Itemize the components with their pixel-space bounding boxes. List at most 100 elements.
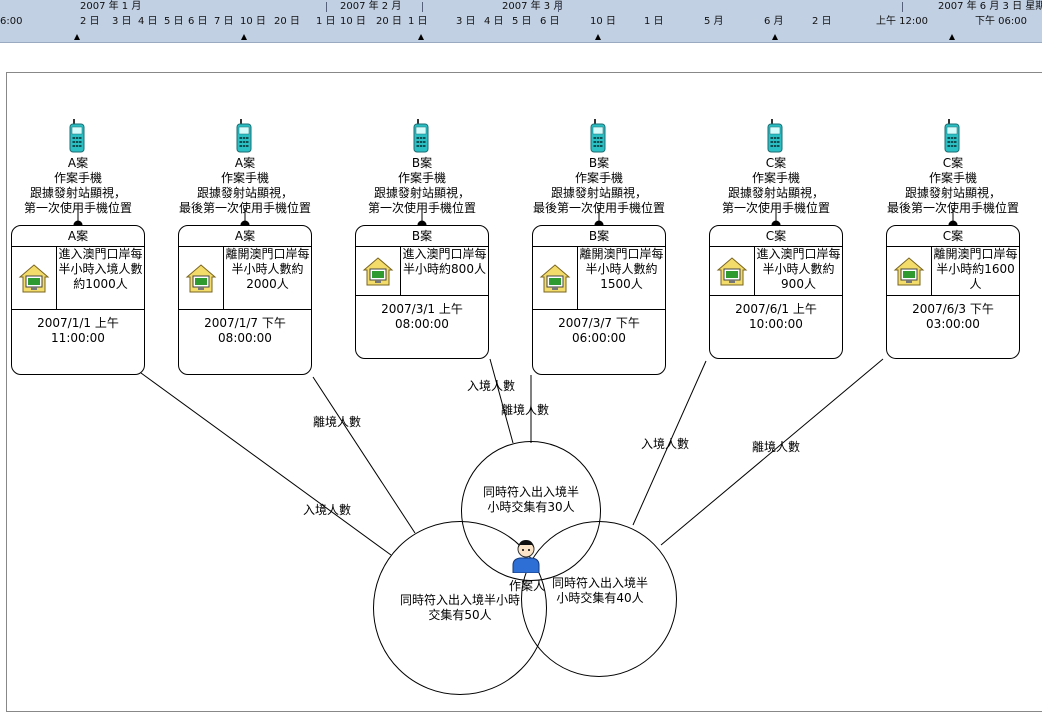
card-time: 08:00:00 [218, 331, 272, 345]
mobile-phone-icon[interactable] [944, 119, 960, 153]
timeline-tick-label: 4 日 [484, 16, 504, 27]
timeline-divider [558, 2, 559, 12]
circle-text: 同時符入出入境半小時交集有30人 [483, 485, 580, 514]
card-title: B案 [533, 226, 665, 247]
timeline-tick-label: 3 日 [112, 16, 132, 27]
circle-text: 同時符入出入境半小時交集有50人 [399, 593, 520, 622]
border-checkpoint-icon [887, 247, 932, 295]
card-description: 進入澳門口岸每半小時人數約900人 [756, 247, 841, 291]
event-card[interactable]: B案 離開澳門口岸每半小時人數約1500人 2007/3/7 下午 06:00:… [532, 225, 666, 375]
card-description: 離開澳門口岸每半小時人數約2000人 [225, 247, 310, 291]
card-description: 離開澳門口岸每半小時約1600人 [933, 247, 1018, 291]
phone-line: 第一次使用手機位置 [23, 201, 132, 215]
mobile-phone-icon[interactable] [69, 119, 85, 153]
timeline-tick-label: 6 日 [188, 16, 208, 27]
timeline-divider [902, 2, 903, 12]
card-timestamp: 2007/1/7 下午 08:00:00 [179, 310, 311, 346]
timeline-divider [422, 2, 423, 12]
timeline-tick-label: 6:00 [0, 16, 23, 27]
card-time: 11:00:00 [51, 331, 105, 345]
card-title: B案 [356, 226, 488, 247]
mobile-phone-icon[interactable] [236, 119, 252, 153]
card-time: 03:00:00 [926, 317, 980, 331]
timeline-month-label: 2007 年 3 月 [502, 1, 564, 12]
mobile-phone-icon[interactable] [767, 119, 783, 153]
timeline-tick-label: 3 日 [456, 16, 476, 27]
card-date: 2007/6/1 上午 [735, 302, 817, 316]
link-line[interactable] [312, 376, 416, 534]
border-checkpoint-icon [356, 247, 401, 295]
card-timestamp: 2007/3/1 上午 08:00:00 [356, 296, 488, 332]
card-date: 2007/6/3 下午 [912, 302, 994, 316]
timeline-tick-label: 2 日 [80, 16, 100, 27]
event-card[interactable]: A案 進入澳門口岸每半小時入境人數約1000人 2007/1/1 上午 11:0… [11, 225, 145, 375]
card-title: C案 [710, 226, 842, 247]
link-line[interactable] [140, 372, 392, 556]
timeline-tick-label: 1 日 [644, 16, 664, 27]
event-card[interactable]: A案 離開澳門口岸每半小時人數約2000人 2007/1/7 下午 08:00:… [178, 225, 312, 375]
timeline-divider [326, 2, 327, 12]
timeline-event-marker[interactable] [772, 34, 778, 40]
timeline-tick-label: 1 日 [408, 16, 428, 27]
timeline-tick-label: 5 日 [164, 16, 184, 27]
phone-case: B案 [411, 156, 433, 170]
intersection-circle[interactable] [521, 521, 677, 677]
card-body: 離開澳門口岸每半小時約1600人 [887, 247, 1019, 296]
timeline-month-label: 2007 年 6 月 3 日 星期 [938, 1, 1042, 12]
phone-label: B案 作案手機 跟據發射站顯視， 第一次使用手機位置 [332, 156, 512, 216]
event-card[interactable]: B案 進入澳門口岸每半小時約800人 2007/3/1 上午 08:00:00 [355, 225, 489, 359]
timeline-tick-label: 20 日 [274, 16, 300, 27]
link-line[interactable] [632, 360, 707, 526]
timeline-month-label: 2007 年 1 月 [80, 1, 142, 12]
phone-line: 跟據發射站顯視， [550, 186, 647, 200]
card-timestamp: 2007/3/7 下午 06:00:00 [533, 310, 665, 346]
link-label: 入境人數 [303, 503, 352, 517]
phone-line: 跟據發射站顯視， [727, 186, 824, 200]
card-title: A案 [179, 226, 311, 247]
phone-line: 第一次使用手機位置 [367, 201, 476, 215]
timeline-tick-label: 10 日 [590, 16, 616, 27]
link-line[interactable] [489, 358, 514, 444]
timeline-tick-label: 6 日 [540, 16, 560, 27]
card-body: 進入澳門口岸每半小時入境人數約1000人 [12, 247, 144, 310]
timeline-event-marker[interactable] [74, 34, 80, 40]
timeline-month-label: 2007 年 2 月 [340, 1, 402, 12]
border-checkpoint-icon [710, 247, 755, 295]
mobile-phone-icon[interactable] [590, 119, 606, 153]
card-description: 進入澳門口岸每半小時入境人數約1000人 [58, 247, 143, 291]
timeline-tick-label: 5 月 [704, 16, 724, 27]
phone-case: C案 [765, 156, 787, 170]
card-timestamp: 2007/6/3 下午 03:00:00 [887, 296, 1019, 332]
phone-line: 作案手機 [220, 171, 269, 185]
card-timestamp: 2007/6/1 上午 10:00:00 [710, 296, 842, 332]
event-card[interactable]: C案 離開澳門口岸每半小時約1600人 2007/6/3 下午 03:00:00 [886, 225, 1020, 359]
border-checkpoint-icon [533, 247, 578, 309]
timeline-bar[interactable]: 2007 年 1 月 2007 年 2 月 2007 年 3 月 2007 年 … [0, 0, 1042, 43]
timeline-event-marker[interactable] [241, 34, 247, 40]
phone-line: 跟據發射站顯視， [196, 186, 293, 200]
card-title: A案 [12, 226, 144, 247]
link-label: 入境人數 [641, 437, 690, 451]
timeline-event-marker[interactable] [418, 34, 424, 40]
circle-text: 同時符入出入境半小時交集有40人 [551, 576, 648, 605]
phone-line: 作案手機 [751, 171, 800, 185]
card-date: 2007/3/1 上午 [381, 302, 463, 316]
card-description: 進入澳門口岸每半小時約800人 [402, 247, 487, 276]
phone-line: 跟據發射站顯視， [29, 186, 126, 200]
phone-case: B案 [588, 156, 610, 170]
event-card[interactable]: C案 進入澳門口岸每半小時人數約900人 2007/6/1 上午 10:00:0… [709, 225, 843, 359]
timeline-event-marker[interactable] [595, 34, 601, 40]
border-checkpoint-icon [179, 247, 224, 309]
card-body: 進入澳門口岸每半小時人數約900人 [710, 247, 842, 296]
timeline-tick-label: 10 日 [340, 16, 366, 27]
timeline-tick-label: 1 日 [316, 16, 336, 27]
link-line[interactable] [660, 358, 884, 546]
timeline-tick-label: 4 日 [138, 16, 158, 27]
person-icon[interactable] [511, 537, 541, 574]
phone-line: 跟據發射站顯視， [904, 186, 1001, 200]
mobile-phone-icon[interactable] [413, 119, 429, 153]
timeline-tick-label: 5 日 [512, 16, 532, 27]
link-label: 離境人數 [752, 440, 801, 454]
card-date: 2007/1/7 下午 [204, 316, 286, 330]
timeline-event-marker[interactable] [949, 34, 955, 40]
